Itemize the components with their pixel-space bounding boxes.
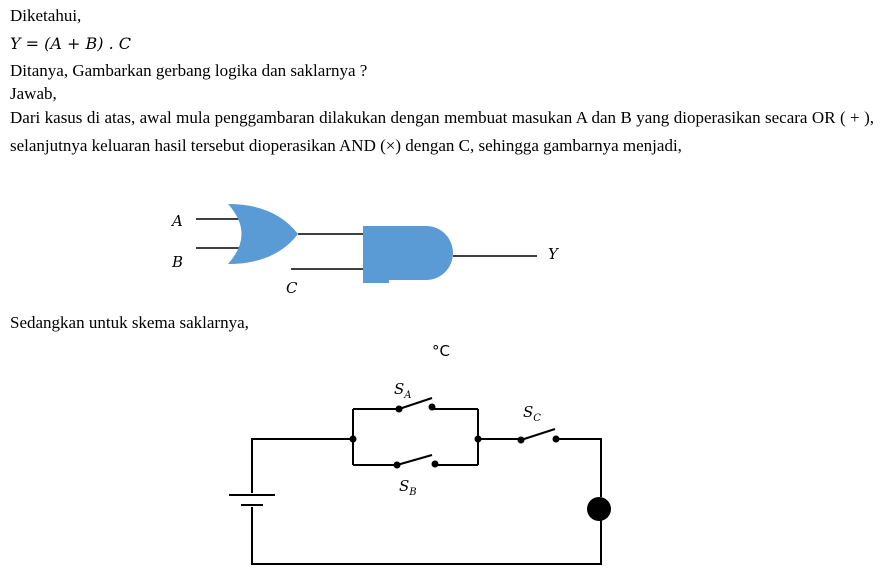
label-b: B [171, 253, 183, 271]
circuit-wire-left-top [251, 438, 353, 493]
label-sa: SA [394, 380, 412, 401]
lamp [587, 497, 611, 521]
switch-sc-lever [520, 428, 556, 441]
circuit-wire-right-down [556, 438, 602, 497]
and-gate [363, 226, 453, 283]
logic-gate-diagram: A B C Y [170, 204, 560, 297]
known-label: Diketahui, [10, 6, 82, 25]
question: Ditanya, Gambarkan gerbang logika dan sa… [10, 61, 368, 80]
switch-sb-contact-2 [431, 460, 439, 468]
switch-intro: Sedangkan untuk skema saklarnya, [10, 313, 249, 332]
junction-right [474, 435, 482, 443]
switch-sb-lever [396, 454, 433, 466]
label-a: A [170, 212, 183, 230]
label-sc: SC [523, 403, 541, 424]
or-gate [228, 204, 298, 264]
label-y: Y [548, 245, 560, 263]
stray-degree-celsius: °C [432, 342, 450, 360]
label-sb: SB [399, 477, 417, 498]
answer-label: Jawab, [10, 84, 57, 103]
switch-sc-contact-2 [552, 435, 560, 443]
explanation-paragraph: Dari kasus di atas, awal mula penggambar… [10, 108, 874, 155]
label-c: C [286, 279, 298, 297]
equation: Y = (A + B) . C [10, 34, 132, 53]
junction-left [349, 435, 357, 443]
switch-circuit-diagram: SA SB SC [229, 380, 611, 565]
circuit-wire-bottom [251, 507, 602, 565]
switch-sa-lever [398, 397, 433, 410]
switch-sa-contact-2 [428, 403, 436, 411]
